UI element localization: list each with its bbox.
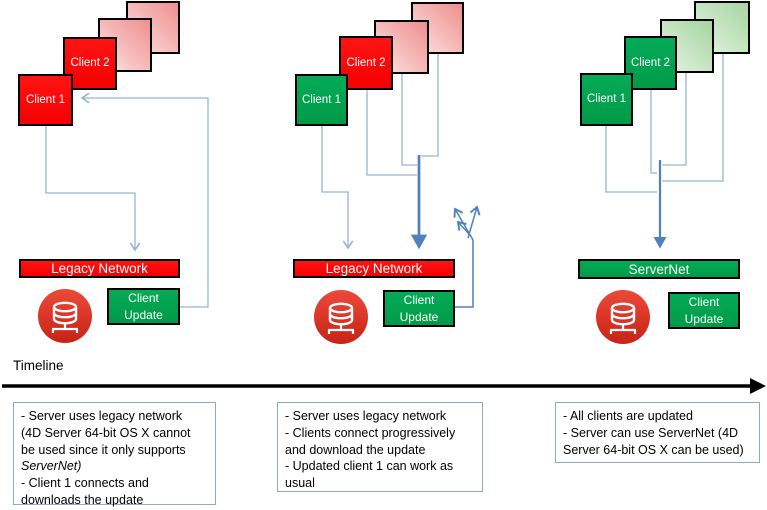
client-update-box: Client Update <box>383 290 455 327</box>
note-line: (4D Server 64-bit OS X cannot <box>21 425 191 440</box>
client-2-box: Client 2 <box>624 36 677 90</box>
update-label: Client Update <box>124 291 163 322</box>
client-label: Client 1 <box>587 93 626 106</box>
legacy-network-bar: Legacy Network <box>19 259 180 278</box>
client-1-box: Client 1 <box>18 74 73 126</box>
database-server-icon <box>314 290 368 344</box>
note-line: - Server can use ServerNet (4D <box>563 425 739 440</box>
note-line: - Updated client 1 can work as <box>285 459 454 474</box>
note-line: ServerNet) <box>21 459 82 474</box>
database-server-icon <box>596 290 650 344</box>
client-1-box: Client 1 <box>295 74 348 126</box>
note-line: downloads the update <box>21 492 144 507</box>
note-box-stage-3: - All clients are updated - Server can us… <box>555 402 760 463</box>
client-1-box: Client 1 <box>580 73 633 126</box>
servernet-bar: ServerNet <box>578 259 740 279</box>
note-box-stage-2: - Server uses legacy network - Clients co… <box>277 402 483 492</box>
timeline-label: Timeline <box>13 358 64 373</box>
update-label: Client Update <box>399 293 439 324</box>
update-label: Client Update <box>684 295 724 326</box>
client-update-box: Client Update <box>107 288 180 325</box>
note-line: - Clients connect progressively <box>285 425 456 440</box>
note-line: usual <box>285 476 315 491</box>
client-label: Client 1 <box>302 93 341 106</box>
network-label: Legacy Network <box>325 261 423 276</box>
network-label: ServerNet <box>628 261 690 277</box>
note-box-stage-1: - Server uses legacy network (4D Server 6… <box>13 402 216 507</box>
note-line: be used since it only supports <box>21 442 186 457</box>
client-label: Client 2 <box>631 56 670 69</box>
note-line: - Server uses legacy network <box>21 409 183 423</box>
database-server-icon <box>38 289 92 343</box>
note-line: Server 64-bit OS X can be used) <box>563 442 744 457</box>
network-label: Legacy Network <box>51 261 148 276</box>
client-label: Client 2 <box>346 56 386 69</box>
note-line: - Server uses legacy network <box>285 409 447 423</box>
client-label: Client 2 <box>70 57 110 70</box>
timeline-arrow <box>2 378 766 394</box>
legacy-network-bar: Legacy Network <box>293 259 455 278</box>
client-2-box: Client 2 <box>339 36 393 90</box>
note-line: - All clients are updated <box>563 409 693 423</box>
note-line: and download the update <box>285 442 426 457</box>
client-label: Client 1 <box>26 93 65 106</box>
note-line: - Client 1 connects and <box>21 476 149 491</box>
client-update-box: Client Update <box>668 292 740 329</box>
